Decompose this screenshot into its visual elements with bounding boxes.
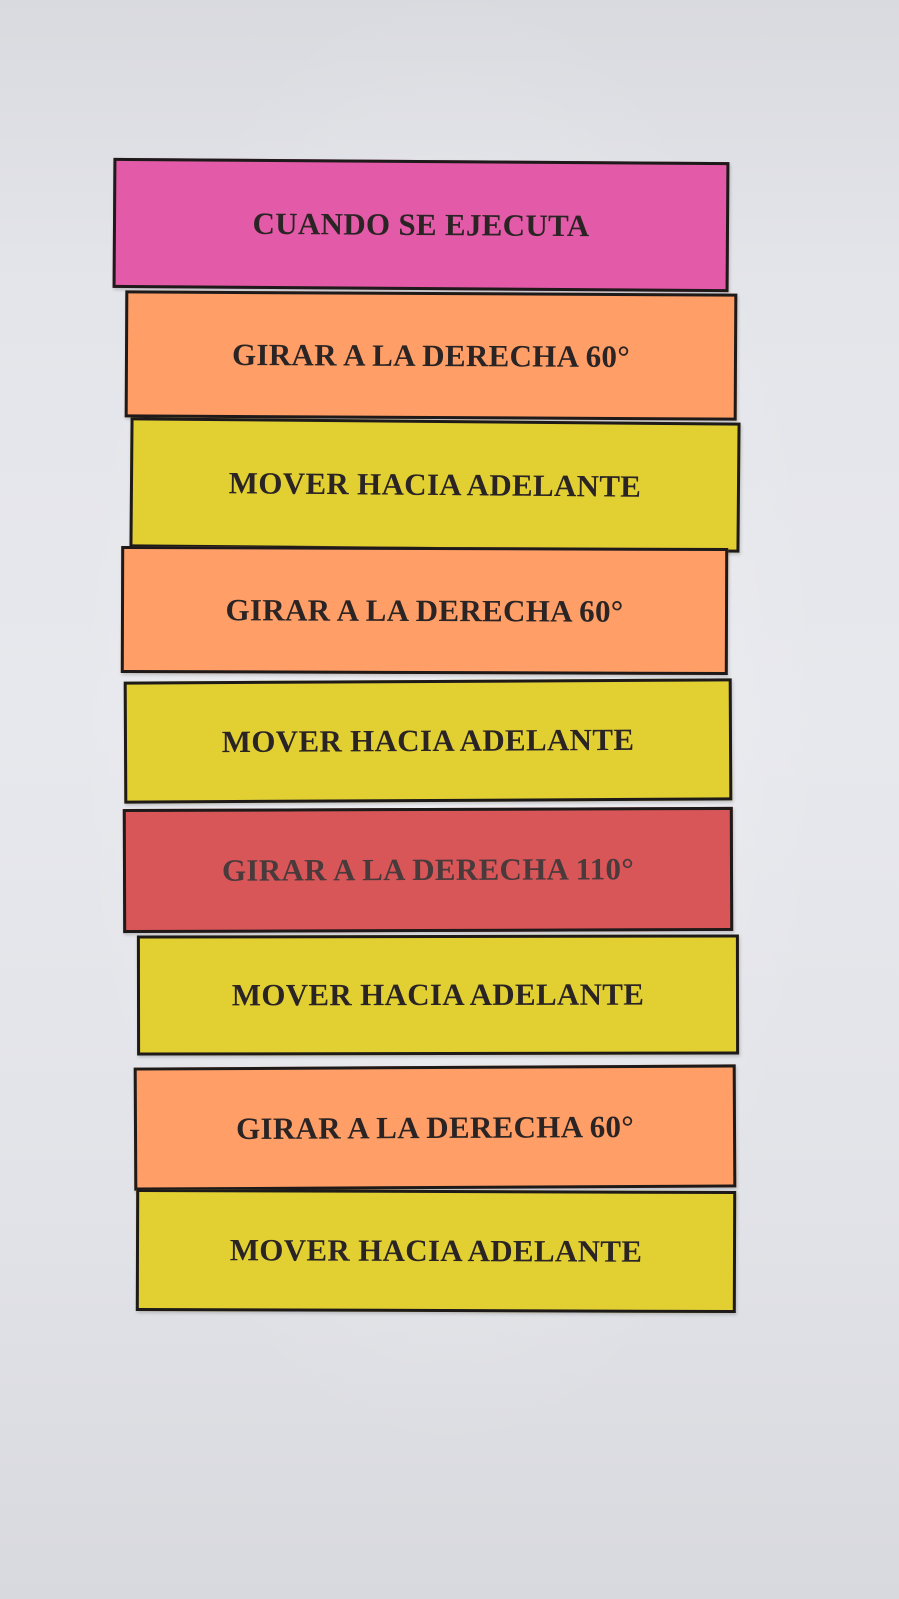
card-girar-derecha: GIRAR A LA DERECHA 60° — [133, 1064, 737, 1191]
card-mover-adelante: MOVER HACIA ADELANTE — [129, 417, 741, 553]
card-label: GIRAR A LA DERECHA 60° — [235, 1108, 635, 1146]
card-label: GIRAR A LA DERECHA 60° — [231, 336, 631, 374]
card-girar-derecha: GIRAR A LA DERECHA 110° — [122, 806, 734, 934]
card-girar-derecha: GIRAR A LA DERECHA 60° — [124, 290, 738, 421]
card-girar-derecha: GIRAR A LA DERECHA 60° — [120, 545, 729, 676]
card-label: GIRAR A LA DERECHA 60° — [225, 591, 624, 629]
card-label: CUANDO SE EJECUTA — [252, 205, 590, 244]
card-cuando-se-ejecuta: CUANDO SE EJECUTA — [112, 157, 730, 293]
card-mover-adelante: MOVER HACIA ADELANTE — [136, 934, 740, 1056]
card-label: GIRAR A LA DERECHA 110° — [221, 851, 635, 888]
card-mover-adelante: MOVER HACIA ADELANTE — [123, 678, 733, 804]
card-mover-adelante: MOVER HACIA ADELANTE — [135, 1188, 737, 1314]
card-label: MOVER HACIA ADELANTE — [229, 1232, 643, 1269]
card-label: MOVER HACIA ADELANTE — [221, 721, 635, 760]
card-label: MOVER HACIA ADELANTE — [231, 976, 645, 1013]
card-label: MOVER HACIA ADELANTE — [228, 465, 642, 504]
